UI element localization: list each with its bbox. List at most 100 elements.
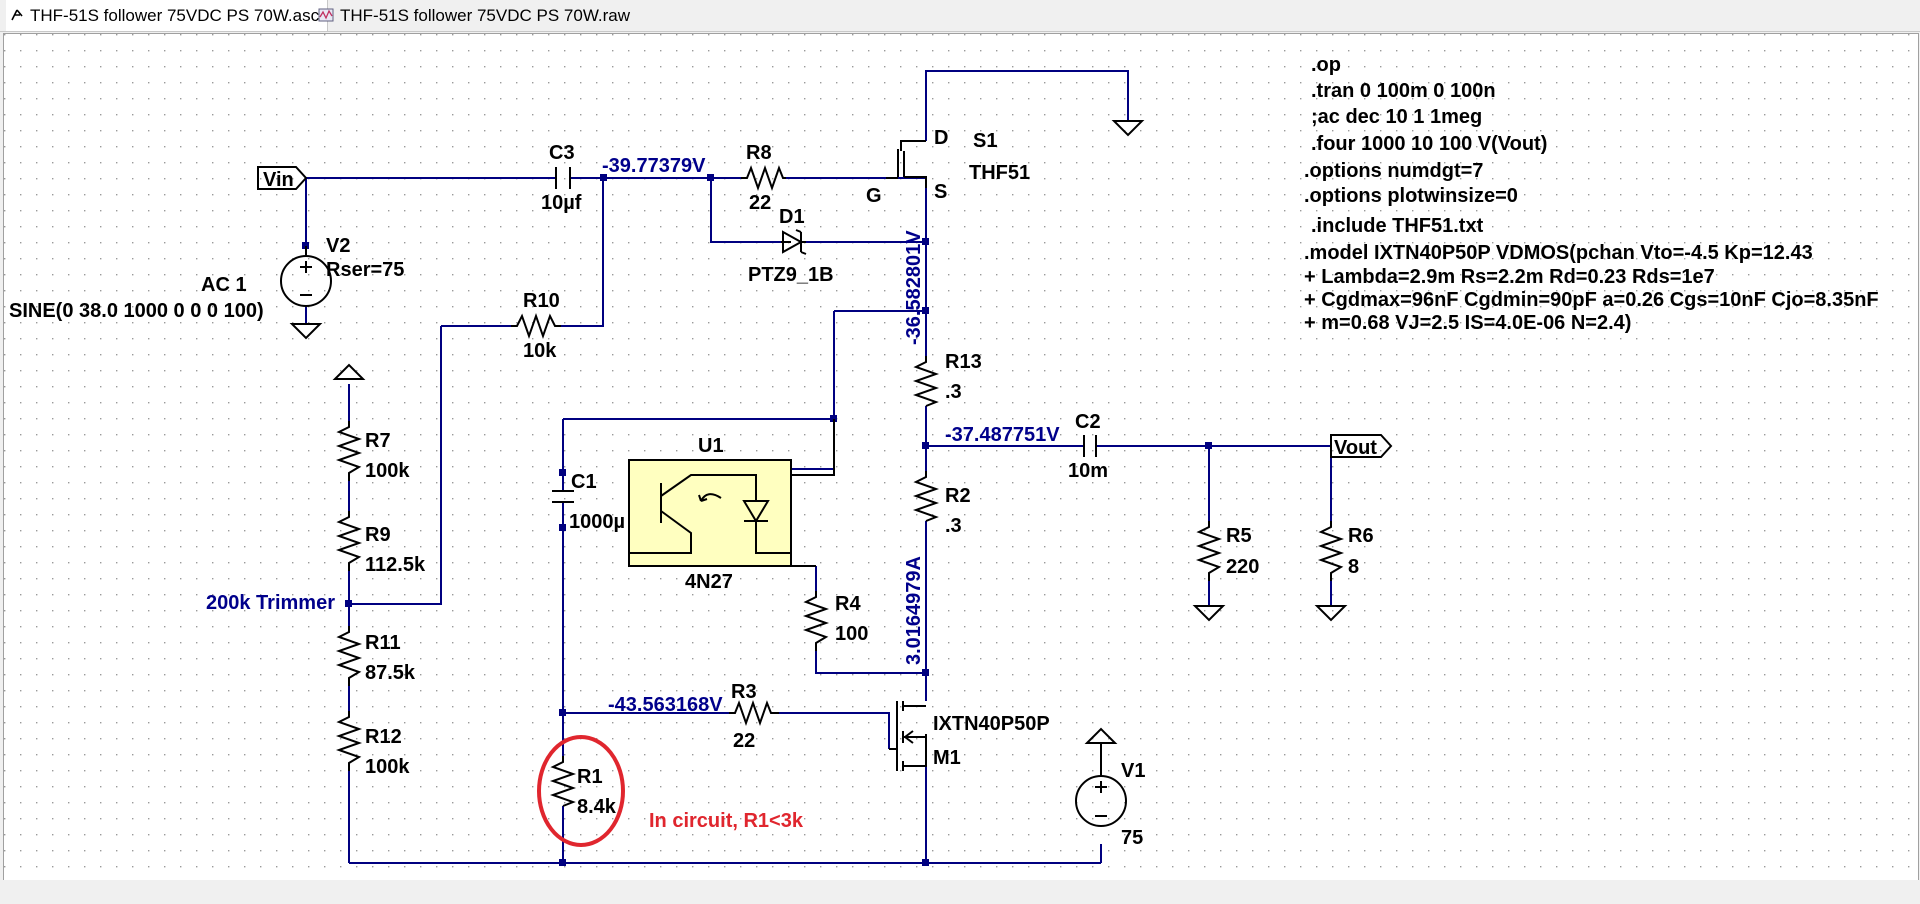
r3-symbol[interactable] — [729, 699, 779, 727]
directive-line: ;ac dec 10 1 1meg — [1311, 106, 1482, 128]
supply-arrow-r7 — [332, 363, 366, 380]
tab-schematic-label: THF-51S follower 75VDC PS 70W.asc — [30, 6, 320, 25]
directive-line: .tran 0 100m 0 100n — [1311, 80, 1496, 102]
trimmer-label: 200k Trimmer — [206, 592, 335, 614]
r1-value: 8.4k — [577, 796, 617, 818]
junction-dots — [302, 174, 1212, 866]
directive-line: .op — [1311, 54, 1341, 76]
r1-annotation: In circuit, R1<3k — [649, 810, 804, 832]
r3-value: 22 — [733, 730, 755, 752]
ground-symbol-s1 — [1111, 120, 1145, 137]
tab-waveform[interactable]: THF-51S follower 75VDC PS 70W.raw — [312, 0, 636, 31]
v1-value: 75 — [1121, 827, 1143, 849]
directive-line: .model IXTN40P50P VDMOS(pchan Vto=-4.5 K… — [1304, 242, 1813, 264]
r10-name: R10 — [523, 290, 560, 312]
r9-value: 112.5k — [365, 554, 426, 576]
r13-symbol[interactable] — [912, 356, 940, 407]
r7-symbol[interactable] — [335, 421, 363, 481]
r12-name: R12 — [365, 726, 402, 748]
r8-name: R8 — [746, 142, 772, 164]
v2-name: V2 — [326, 235, 350, 257]
vout-port[interactable] — [1330, 434, 1393, 458]
vin-port[interactable] — [257, 166, 308, 190]
r8-value: 22 — [749, 192, 771, 214]
r2-current: 3.0164979A — [903, 556, 925, 665]
r4-name: R4 — [835, 593, 861, 615]
r6-name: R6 — [1348, 525, 1374, 547]
tab-waveform-label: THF-51S follower 75VDC PS 70W.raw — [340, 6, 631, 25]
v2-ac: AC 1 — [201, 274, 247, 296]
r3-name: R3 — [731, 681, 757, 703]
r11-symbol[interactable] — [335, 626, 363, 686]
r2-value: .3 — [945, 515, 962, 537]
directive-line: + Lambda=2.9m Rs=2.2m Rd=0.23 Rds=1e7 — [1304, 266, 1715, 288]
v1-symbol[interactable] — [1075, 727, 1127, 827]
source-node-voltage: -36.582801V — [903, 230, 925, 345]
r11-value: 87.5k — [365, 662, 416, 684]
r1-name: R1 — [577, 766, 603, 788]
r12-symbol[interactable] — [335, 711, 363, 771]
s1-name: S1 — [973, 130, 997, 152]
directive-line: .four 1000 10 100 V(Vout) — [1311, 133, 1547, 155]
r9-name: R9 — [365, 524, 391, 546]
c3-name: C3 — [549, 142, 575, 164]
v2-value: Rser=75 — [326, 259, 404, 281]
c3-symbol[interactable] — [555, 167, 571, 189]
r6-symbol[interactable] — [1314, 521, 1348, 622]
r7-name: R7 — [365, 430, 391, 452]
m1-gate-node-voltage: -43.563168V — [608, 694, 723, 716]
r2-symbol[interactable] — [912, 471, 940, 522]
d1-symbol[interactable] — [781, 229, 807, 255]
v2-symbol[interactable] — [280, 246, 332, 340]
vin-label: Vin — [263, 169, 294, 191]
r6-value: 8 — [1348, 556, 1359, 578]
d1-name: D1 — [779, 206, 805, 228]
r12-value: 100k — [365, 756, 410, 778]
r1-highlight-circle — [537, 735, 625, 847]
s1-pin-s: S — [934, 181, 947, 203]
r4-symbol[interactable] — [790, 553, 830, 651]
m1-symbol[interactable] — [889, 701, 927, 771]
r2-name: R2 — [945, 485, 971, 507]
spice-directives: .op .tran 0 100m 0 100n ;ac dec 10 1 1me… — [1304, 54, 1879, 334]
tab-bar: THF-51S follower 75VDC PS 70W.asc THF-51… — [0, 0, 1920, 32]
waveform-icon — [318, 1, 334, 32]
status-bar — [0, 880, 1920, 904]
r13-value: .3 — [945, 381, 962, 403]
r13-name: R13 — [945, 351, 982, 373]
schematic-icon — [10, 1, 24, 32]
s1-symbol[interactable] — [886, 140, 927, 188]
u1-name: U1 — [698, 435, 724, 457]
r5-value: 220 — [1226, 556, 1259, 578]
c1-value: 1000µ — [569, 511, 625, 533]
r1-symbol[interactable] — [549, 756, 577, 807]
u1-symbol[interactable] — [628, 419, 835, 567]
c2-name: C2 — [1075, 411, 1101, 433]
schematic-canvas[interactable]: .op .tran 0 100m 0 100n ;ac dec 10 1 1me… — [3, 33, 1919, 881]
v1-name: V1 — [1121, 760, 1145, 782]
s1-value: THF51 — [969, 162, 1030, 184]
c2-symbol[interactable] — [1083, 435, 1097, 457]
s1-pin-d: D — [934, 127, 948, 149]
c1-symbol[interactable] — [552, 490, 574, 503]
gate-node-voltage: -39.77379V — [602, 155, 706, 177]
r7-value: 100k — [365, 460, 410, 482]
directive-line: + Cgdmax=96nF Cgdmin=90pF a=0.26 Cgs=10n… — [1304, 289, 1879, 311]
u1-value: 4N27 — [685, 571, 733, 593]
vout-label: Vout — [1334, 437, 1377, 459]
r8-symbol[interactable] — [741, 164, 786, 192]
r11-name: R11 — [365, 632, 401, 654]
r10-value: 10k — [523, 340, 557, 362]
out-node-voltage: -37.487751V — [945, 424, 1060, 446]
directive-line: .options plotwinsize=0 — [1304, 185, 1518, 207]
r5-name: R5 — [1226, 525, 1252, 547]
v2-source: SINE(0 38.0 1000 0 0 0 100) — [9, 300, 264, 322]
s1-pin-g: G — [866, 185, 882, 207]
r5-symbol[interactable] — [1192, 521, 1226, 622]
r10-symbol[interactable] — [511, 312, 561, 340]
c3-value: 10µf — [541, 192, 582, 214]
r9-symbol[interactable] — [335, 511, 363, 571]
tab-schematic[interactable]: THF-51S follower 75VDC PS 70W.asc — [6, 0, 329, 32]
c1-name: C1 — [571, 471, 597, 493]
directive-line: .options numdgt=7 — [1304, 160, 1483, 182]
